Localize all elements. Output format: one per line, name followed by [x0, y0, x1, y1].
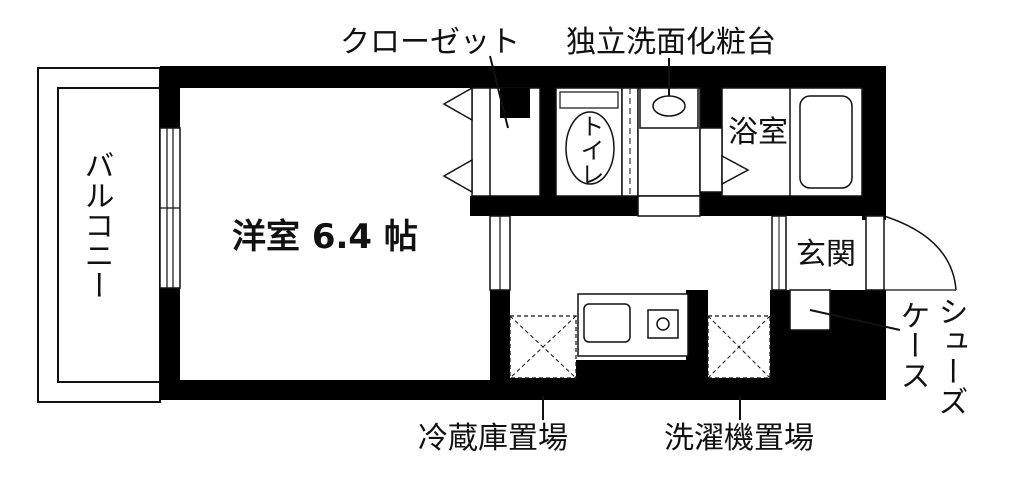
washer-space	[707, 315, 771, 379]
basin-icon	[652, 95, 686, 117]
closet-callout: クローゼット	[340, 25, 520, 60]
bathroom-label: 浴室	[728, 115, 788, 150]
toilet-room	[555, 87, 639, 197]
room-door-frame	[489, 215, 511, 291]
sink-icon	[583, 303, 631, 343]
kitchen-counter	[577, 293, 689, 357]
entrance-label: 玄関	[796, 237, 856, 272]
fridge-space-callout: 冷蔵庫置場	[418, 421, 568, 456]
toilet-label: トイレ	[576, 114, 604, 186]
shoe-case-callout-line2: ケース	[895, 300, 930, 390]
washer-space-callout: 洗濯機置場	[664, 421, 814, 456]
leader-lines	[489, 55, 901, 420]
western-room-label: 洋室 6.4 帖	[232, 217, 418, 257]
balcony-window	[159, 127, 181, 289]
bathroom	[699, 87, 863, 197]
vanity	[637, 87, 701, 217]
balcony-label: バルコニー	[79, 150, 114, 300]
bathtub-icon	[799, 95, 853, 189]
shoe-case-callout-line1: シューズ	[933, 296, 968, 416]
fridge-space	[509, 315, 577, 379]
stove-icon	[656, 317, 670, 331]
entrance	[771, 215, 957, 291]
vanity-callout: 独立洗面化粧台	[566, 25, 776, 60]
closet	[442, 86, 541, 197]
balcony	[37, 67, 161, 403]
